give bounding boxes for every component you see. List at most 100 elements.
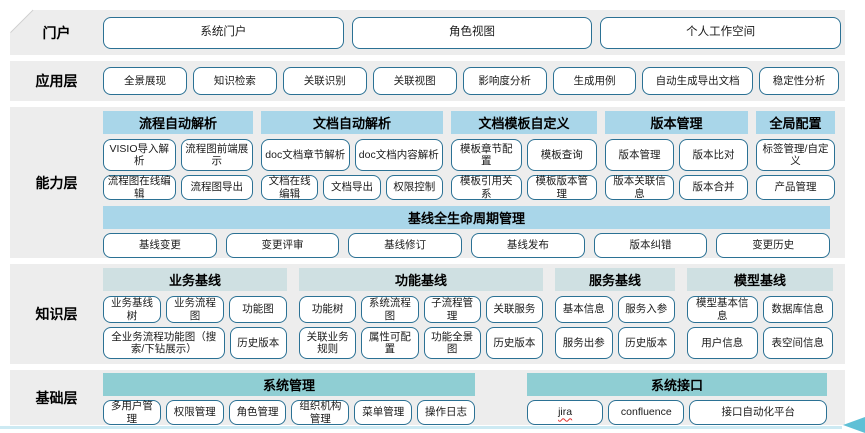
capability-button[interactable]: 版本合并: [679, 175, 748, 200]
knowledge-button[interactable]: 基本信息: [555, 296, 613, 323]
group-header: 文档自动解析: [261, 111, 443, 134]
foundation-button[interactable]: confluence: [608, 400, 685, 425]
capability-button[interactable]: 流程图在线编辑: [103, 175, 176, 200]
portal-button[interactable]: 个人工作空间: [600, 16, 842, 49]
knowledge-button[interactable]: 功能图: [229, 296, 287, 323]
foundation-button[interactable]: jira: [527, 400, 604, 425]
knowledge-button[interactable]: 子流程管理: [423, 296, 481, 323]
knowledge-button[interactable]: 数据库信息: [762, 296, 833, 323]
group-header: 系统管理: [103, 373, 475, 396]
group-header: 流程自动解析: [103, 111, 253, 134]
baseline-button-row: 基线变更 变更评审 基线修订 基线发布 版本纠错 变更历史: [103, 233, 831, 258]
button-row: doc文档章节解析 doc文档内容解析: [261, 139, 443, 171]
knowledge-button[interactable]: 业务基线树: [103, 296, 161, 323]
knowledge-button[interactable]: 属性可配置: [361, 327, 419, 359]
capability-button[interactable]: doc文档内容解析: [354, 139, 443, 171]
baseline-button[interactable]: 基线变更: [103, 233, 217, 258]
knowledge-button[interactable]: 历史版本: [229, 327, 287, 359]
capability-content: 流程自动解析 VISIO导入解析 流程图前端展示: [103, 107, 845, 258]
knowledge-button[interactable]: 关联业务规则: [299, 327, 357, 359]
application-button[interactable]: 自动生成导出文档: [642, 67, 753, 95]
capability-group: 版本管理 版本管理 版本比对: [605, 111, 748, 200]
baseline-button[interactable]: 变更评审: [225, 233, 340, 258]
baseline-button[interactable]: 基线发布: [471, 233, 585, 258]
application-button[interactable]: 影响度分析: [462, 67, 547, 95]
foundation-button[interactable]: 组织机构管理: [291, 400, 350, 425]
application-button[interactable]: 关联视图: [372, 67, 457, 95]
capability-button[interactable]: 模板引用关系: [451, 175, 522, 200]
layer-label-foundation: 基础层: [35, 389, 78, 406]
group-rows: 标签管理/自定义 产品管理: [756, 139, 835, 200]
application-button[interactable]: 知识检索: [192, 67, 277, 95]
capability-button[interactable]: 标签管理/自定义: [756, 139, 835, 171]
capability-button[interactable]: 文档在线编辑: [261, 175, 319, 200]
capability-group: 流程自动解析 VISIO导入解析 流程图前端展示: [103, 111, 253, 200]
knowledge-button[interactable]: 模型基本信息: [687, 296, 758, 323]
portal-layer-band: 门户 系统门户 角色视图 个人工作空间: [0, 0, 845, 55]
foundation-button[interactable]: 角色管理: [228, 400, 287, 425]
portal-button[interactable]: 角色视图: [351, 16, 593, 49]
capability-button[interactable]: VISIO导入解析: [103, 139, 176, 171]
foundation-button[interactable]: 多用户管理: [103, 400, 161, 425]
knowledge-button[interactable]: 服务出参: [555, 327, 613, 359]
group-rows: jira confluence 接口自动化平台: [527, 400, 827, 425]
capability-button[interactable]: 版本关联信息: [605, 175, 674, 200]
knowledge-button[interactable]: 历史版本: [617, 327, 675, 359]
knowledge-button[interactable]: 功能全景图: [423, 327, 481, 359]
capability-button[interactable]: 文档导出: [323, 175, 381, 200]
knowledge-content: 业务基线 业务基线树 业务流程图 功能图: [103, 264, 845, 364]
group-rows: 功能树 系统流程图 子流程管理 关联服务: [299, 296, 543, 359]
knowledge-button[interactable]: 业务流程图: [166, 296, 224, 323]
foundation-button[interactable]: 菜单管理: [354, 400, 413, 425]
application-button[interactable]: 生成用例: [552, 67, 637, 95]
button-row: 服务出参 历史版本: [555, 327, 675, 359]
foundation-layer-band: 基础层 系统管理 多用户管理 权限管理: [10, 370, 845, 425]
foundation-button[interactable]: 接口自动化平台: [689, 400, 827, 425]
knowledge-button[interactable]: 表空间信息: [762, 327, 833, 359]
knowledge-group: 模型基线 模型基本信息 数据库信息: [687, 268, 833, 359]
group-header: 全局配置: [756, 111, 835, 134]
group-header: 模型基线: [687, 268, 833, 291]
button-row: 流程图在线编辑 流程图导出: [103, 175, 253, 200]
knowledge-button[interactable]: 全业务流程功能图（搜索/下钻展示）: [103, 327, 225, 359]
group-rows: 多用户管理 权限管理 角色管理 组织机构管理 菜单管理: [103, 400, 475, 425]
button-row: 功能树 系统流程图 子流程管理 关联服务: [299, 296, 543, 323]
capability-button[interactable]: 产品管理: [756, 175, 835, 200]
capability-button[interactable]: 流程图前端展示: [180, 139, 253, 171]
knowledge-button[interactable]: 用户信息: [687, 327, 758, 359]
capability-button[interactable]: 模板版本管理: [526, 175, 597, 200]
group-rows: 模型基本信息 数据库信息 用户信息 表空间信息: [687, 296, 833, 359]
baseline-button[interactable]: 变更历史: [716, 233, 831, 258]
portal-button[interactable]: 系统门户: [103, 16, 344, 49]
capability-button[interactable]: 权限控制: [385, 175, 443, 200]
capability-button[interactable]: 模板查询: [526, 139, 597, 171]
application-button[interactable]: 全景展现: [103, 67, 187, 95]
knowledge-button[interactable]: 功能树: [299, 296, 357, 323]
group-rows: 业务基线树 业务流程图 功能图 全业务流程功能图（搜索/下钻展示）: [103, 296, 287, 359]
baseline-button[interactable]: 版本纠错: [593, 233, 708, 258]
capability-button[interactable]: 版本管理: [605, 139, 674, 171]
baseline-button[interactable]: 基线修订: [348, 233, 463, 258]
capability-button[interactable]: 模板章节配置: [451, 139, 522, 171]
knowledge-groups: 业务基线 业务基线树 业务流程图 功能图: [103, 268, 845, 359]
capability-button[interactable]: 流程图导出: [180, 175, 253, 200]
application-button[interactable]: 稳定性分析: [758, 67, 840, 95]
button-row: 模型基本信息 数据库信息: [687, 296, 833, 323]
jira-label: jira: [558, 406, 573, 419]
layer-label-application: 应用层: [35, 73, 78, 89]
layer-label-capability: 能力层: [35, 174, 78, 191]
knowledge-button[interactable]: 关联服务: [485, 296, 543, 323]
button-row: 模板引用关系 模板版本管理: [451, 175, 597, 200]
knowledge-button[interactable]: 历史版本: [485, 327, 543, 359]
capability-button[interactable]: doc文档章节解析: [261, 139, 350, 171]
knowledge-button[interactable]: 服务入参: [617, 296, 675, 323]
knowledge-button[interactable]: 系统流程图: [361, 296, 419, 323]
group-rows: 基本信息 服务入参 服务出参 历史版本: [555, 296, 675, 359]
foundation-button[interactable]: 权限管理: [165, 400, 224, 425]
application-button[interactable]: 关联识别: [282, 67, 367, 95]
foundation-button[interactable]: 操作日志: [417, 400, 475, 425]
group-rows: VISIO导入解析 流程图前端展示 流程图在线编辑 流程图导出: [103, 139, 253, 200]
capability-group: 文档自动解析 doc文档章节解析 doc文档内容解析: [261, 111, 443, 200]
capability-button[interactable]: 版本比对: [679, 139, 748, 171]
button-row: 模板章节配置 模板查询: [451, 139, 597, 171]
